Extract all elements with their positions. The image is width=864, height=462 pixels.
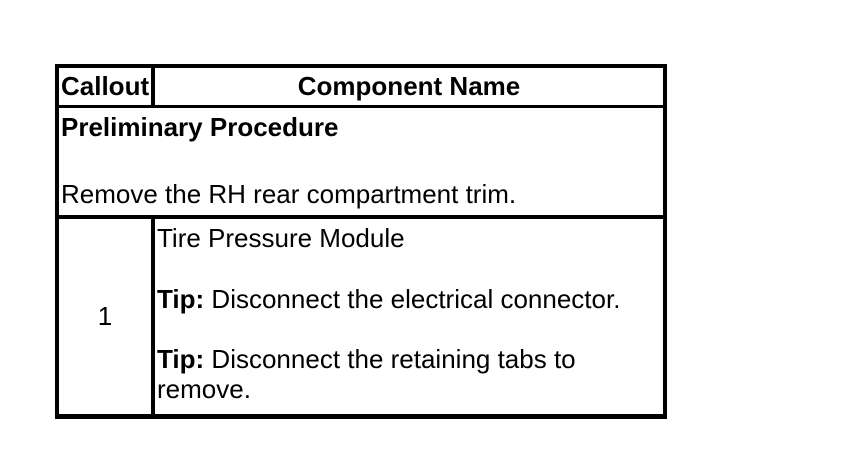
component-name-text: Tire Pressure Module <box>157 223 405 253</box>
tip-text: Disconnect the retaining tabs to remove. <box>157 344 576 404</box>
tip-line: Tip: Disconnect the retaining tabs to re… <box>157 344 661 404</box>
component-name-cell: Tire Pressure Module Tip: Disconnect the… <box>155 219 663 414</box>
table-header-row: Callout Component Name <box>59 68 663 108</box>
preliminary-procedure-title: Preliminary Procedure <box>61 112 339 142</box>
header-cell-callout: Callout <box>59 68 155 105</box>
tip-label: Tip: <box>157 284 205 314</box>
tip-text: Disconnect the electrical connector. <box>211 284 621 314</box>
tip-line: Tip: Disconnect the electrical connector… <box>157 284 661 314</box>
header-cell-component-name: Component Name <box>297 71 521 101</box>
preliminary-procedure-row: Preliminary Procedure Remove the RH rear… <box>59 108 663 219</box>
preliminary-procedure-instruction: Remove the RH rear compartment trim. <box>61 179 517 209</box>
table-row: 1 Tire Pressure Module Tip: Disconnect t… <box>59 219 663 414</box>
callout-number-cell: 1 <box>59 219 155 414</box>
component-callout-table: Callout Component Name Preliminary Proce… <box>55 64 667 419</box>
tip-label: Tip: <box>157 344 205 374</box>
